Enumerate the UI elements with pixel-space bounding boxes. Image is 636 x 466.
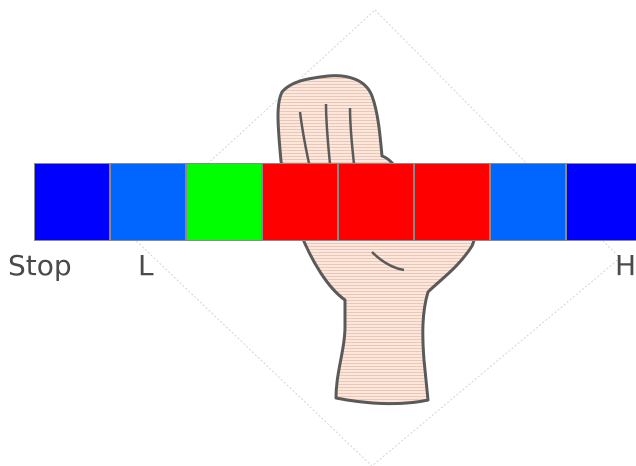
bar-cell	[263, 164, 337, 240]
bar-cell	[111, 164, 185, 240]
bar-cell	[187, 164, 261, 240]
high-label: H	[615, 250, 636, 282]
bar-cell	[35, 164, 109, 240]
bar-cell	[415, 164, 489, 240]
color-bar	[34, 163, 636, 241]
bar-cell	[567, 164, 636, 240]
low-label: L	[138, 250, 154, 282]
stop-label: Stop	[8, 250, 72, 282]
bar-cell	[491, 164, 565, 240]
bar-cell	[339, 164, 413, 240]
